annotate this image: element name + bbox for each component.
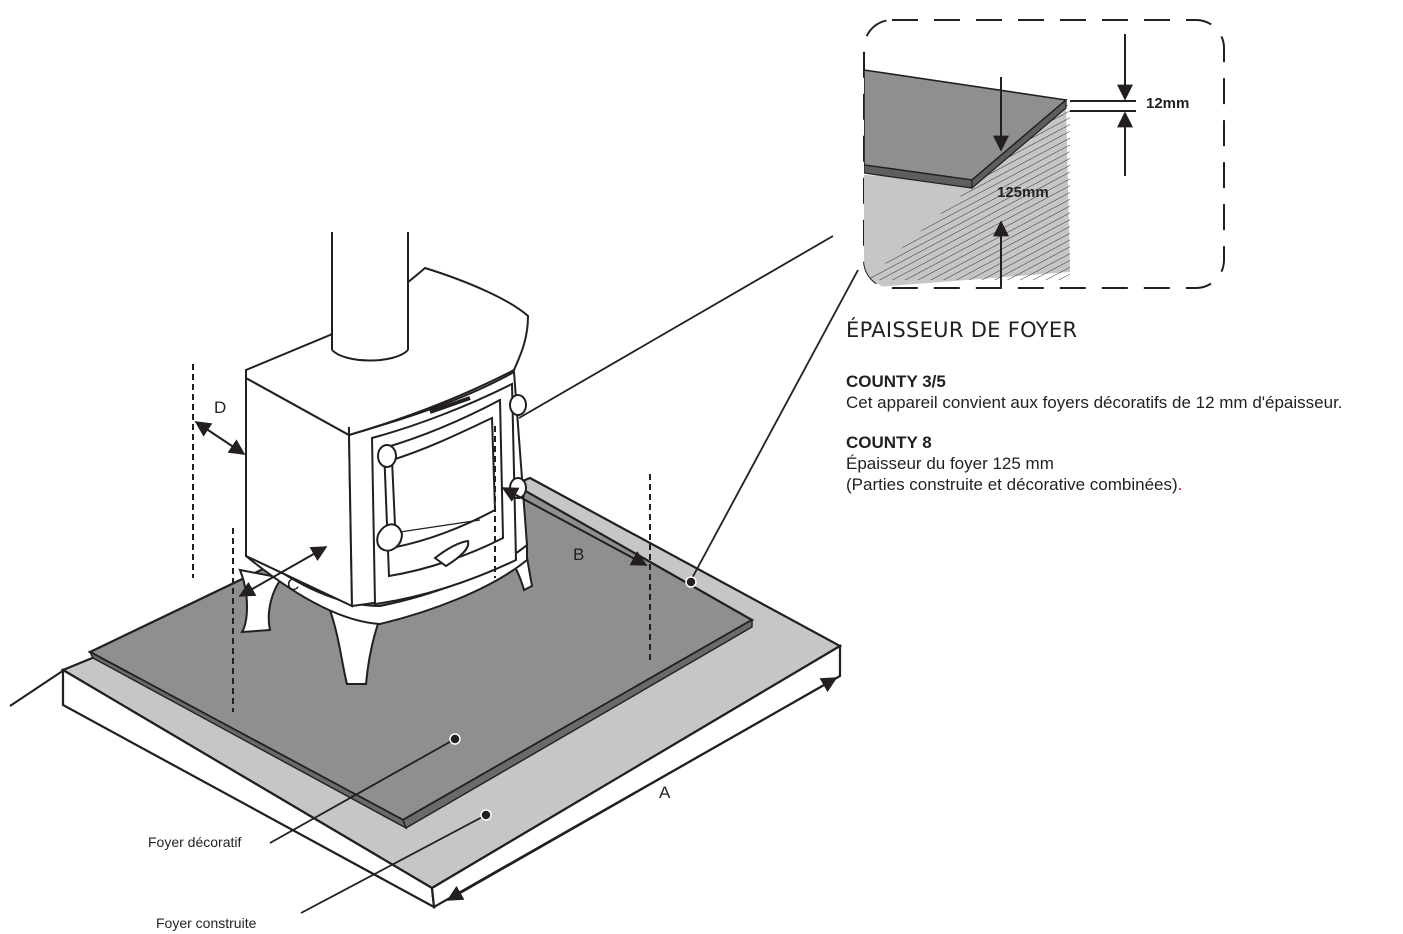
- arrow-c: [238, 546, 328, 597]
- model-county-3-5: COUNTY 3/5: [846, 372, 946, 391]
- leader-dot-constructed: [480, 809, 492, 821]
- thickness-detail: 12mm 125mm: [863, 19, 1225, 289]
- county-3-5-text: Cet appareil convient aux foyers décorat…: [846, 393, 1343, 412]
- label-d: D: [214, 398, 226, 417]
- label-c: C: [287, 575, 299, 594]
- detail-12mm: 12mm: [1146, 95, 1189, 112]
- label-foyer-construite: Foyer construite: [156, 915, 257, 931]
- info-panel: ÉPAISSEUR DE FOYER COUNTY 3/5 Cet appare…: [846, 318, 1396, 495]
- arrow-d: [194, 421, 246, 455]
- arrow-a: [446, 677, 838, 901]
- label-foyer-decoratif: Foyer décoratif: [148, 834, 241, 850]
- label-b: B: [573, 545, 584, 564]
- leader-lines: [269, 235, 859, 914]
- leader-dot-decorative: [449, 733, 461, 745]
- county-8-end: .: [1177, 475, 1183, 494]
- dimension-arrows: [194, 421, 838, 901]
- leader-dot-detail: [685, 576, 697, 588]
- arrow-b: [501, 487, 648, 566]
- county-8-line1: Épaisseur du foyer 125 mm: [846, 454, 1054, 473]
- info-title: ÉPAISSEUR DE FOYER: [846, 318, 1078, 342]
- clearance-lines: [192, 364, 651, 712]
- county-8-line2: (Parties construite et décorative combin…: [846, 475, 1178, 494]
- detail-125mm: 125mm: [997, 184, 1049, 201]
- model-county-8: COUNTY 8: [846, 433, 932, 452]
- county-8-text: Épaisseur du foyer 125 mm (Parties constr…: [846, 453, 1396, 495]
- flue-pipe: [331, 232, 409, 362]
- label-a: A: [659, 783, 671, 802]
